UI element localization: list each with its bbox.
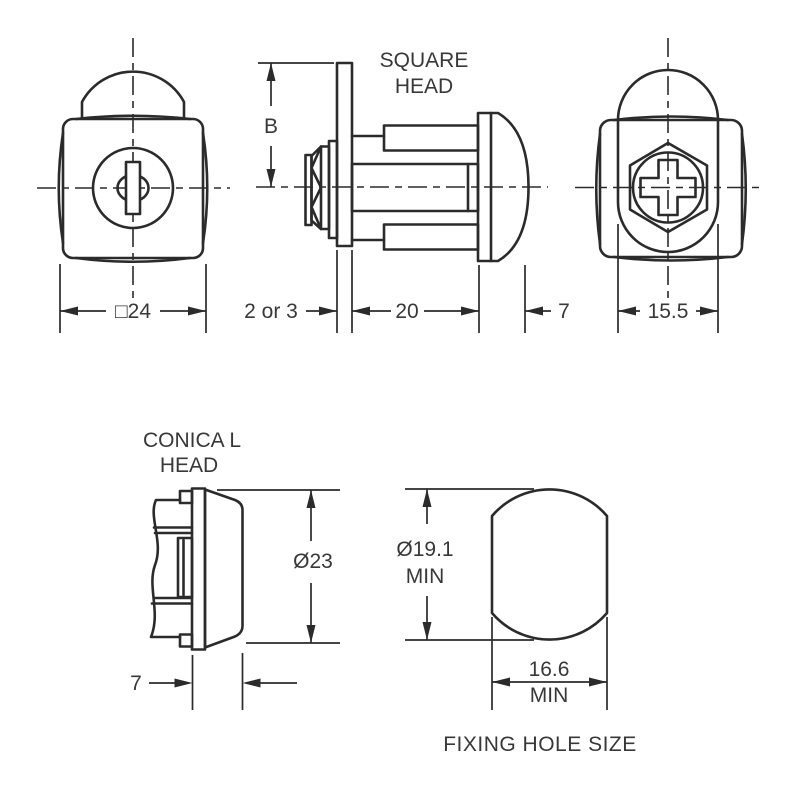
- side-dim-b-arrow-up: [266, 63, 276, 81]
- view-conical-head: CONICA L HEAD Ø23 7: [130, 429, 340, 710]
- back-hex-nut: [628, 141, 709, 234]
- view-back: 15.5: [575, 38, 762, 333]
- front-dim-extension-lines: [59, 264, 207, 333]
- back-flange-square: [598, 118, 744, 259]
- conical-dim-head-arrow-right: [242, 678, 261, 688]
- front-square-face: [61, 117, 205, 260]
- front-flange-bulge-right: [201, 131, 209, 245]
- back-dim-width-label: 15.5: [648, 300, 689, 323]
- conical-head-cone: [203, 488, 244, 649]
- front-dome-outline: [80, 70, 186, 120]
- conical-body-plug: [176, 536, 194, 599]
- fixing-hole-caption: FIXING HOLE SIZE: [443, 733, 637, 756]
- hole-dim-width-extension-lines: [491, 617, 608, 710]
- hole-dim-diameter-label: Ø19.1: [396, 538, 453, 561]
- hole-dim-width-arrow-right: [589, 677, 607, 687]
- hole-dim-width-min-label: MIN: [530, 684, 569, 707]
- side-dim-extension-lines: [336, 250, 526, 333]
- side-flange-plate: [335, 61, 354, 248]
- hole-dim-diameter-min-label: MIN: [406, 565, 445, 588]
- fixing-hole-shape: [490, 488, 609, 641]
- front-flange-bulge-bottom: [74, 256, 192, 264]
- side-neck-lines: [350, 134, 386, 242]
- hole-dim-diameter-arrow-up: [422, 489, 432, 507]
- back-flange-bulge-left: [594, 132, 602, 246]
- side-head-plate: [476, 111, 493, 263]
- conical-flange-plate: [190, 487, 207, 651]
- front-keyhole-slot: [124, 160, 142, 216]
- conical-title-line2: HEAD: [160, 454, 218, 477]
- view-side-square-head: B SQUARE HEAD 2 or 3 20 7: [244, 49, 570, 333]
- side-dim-b-label: B: [264, 115, 278, 138]
- conical-dim-head-label: 7: [130, 672, 142, 695]
- conical-stub-bottom: [178, 633, 194, 648]
- back-dim-extension-lines: [617, 224, 719, 333]
- conical-body-outline: [149, 498, 182, 639]
- front-dim-arrow-left: [60, 306, 78, 316]
- conical-dim-diameter-ticks: [217, 489, 340, 644]
- back-cam-cross: [639, 158, 697, 217]
- back-flange-bulge-top: [612, 115, 730, 122]
- conical-stub-top: [178, 489, 194, 505]
- side-dim-head-label: 7: [558, 300, 570, 323]
- conical-dim-head-extension-lines: [191, 653, 244, 710]
- side-title-line2: HEAD: [395, 75, 453, 98]
- back-dim-arrow-right: [700, 306, 718, 316]
- front-dim-arrow-right: [188, 306, 206, 316]
- side-dim-flange-arrow: [319, 306, 337, 316]
- back-flange-bulge-right: [740, 132, 748, 246]
- side-rail-top: [382, 124, 480, 152]
- front-cylinder-circle: [91, 146, 175, 230]
- back-dim-arrow-left: [618, 306, 636, 316]
- conical-dim-diameter-arrow-up: [306, 490, 316, 508]
- front-dim-width-label: □24: [115, 300, 151, 323]
- conical-dim-diameter-arrow-down: [306, 625, 316, 643]
- hole-dim-width-label: 16.6: [529, 658, 570, 681]
- hole-dim-diameter-arrow-down: [422, 622, 432, 640]
- side-dim-b-arrow-down: [266, 169, 276, 187]
- side-title-line1: SQUARE: [380, 49, 469, 72]
- front-flange-bulge-top: [74, 114, 192, 121]
- side-head-dome: [489, 111, 530, 263]
- conical-dim-diameter-label: Ø23: [293, 550, 333, 573]
- side-dim-body-arrow-right: [461, 306, 479, 316]
- conical-title-line1: CONICA L: [143, 429, 241, 452]
- back-cylinder-circle: [631, 151, 705, 224]
- side-dim-flange-label: 2 or 3: [244, 300, 298, 323]
- conical-body-groove-lines: [150, 526, 194, 605]
- view-front-face: □24: [37, 38, 230, 333]
- side-nut-facets: [310, 145, 323, 231]
- hole-dim-width-arrow-left: [492, 677, 510, 687]
- back-body-outline: [616, 68, 720, 254]
- view-fixing-hole: Ø19.1 MIN 16.6 MIN FIXING HOLE SIZE: [396, 488, 637, 756]
- conical-dim-head-arrow-left: [174, 678, 193, 688]
- back-flange-bulge-bottom: [612, 255, 730, 262]
- side-dim-body-label: 20: [395, 300, 418, 323]
- front-flange-bulge-left: [57, 131, 65, 245]
- side-rail-bottom: [382, 223, 480, 251]
